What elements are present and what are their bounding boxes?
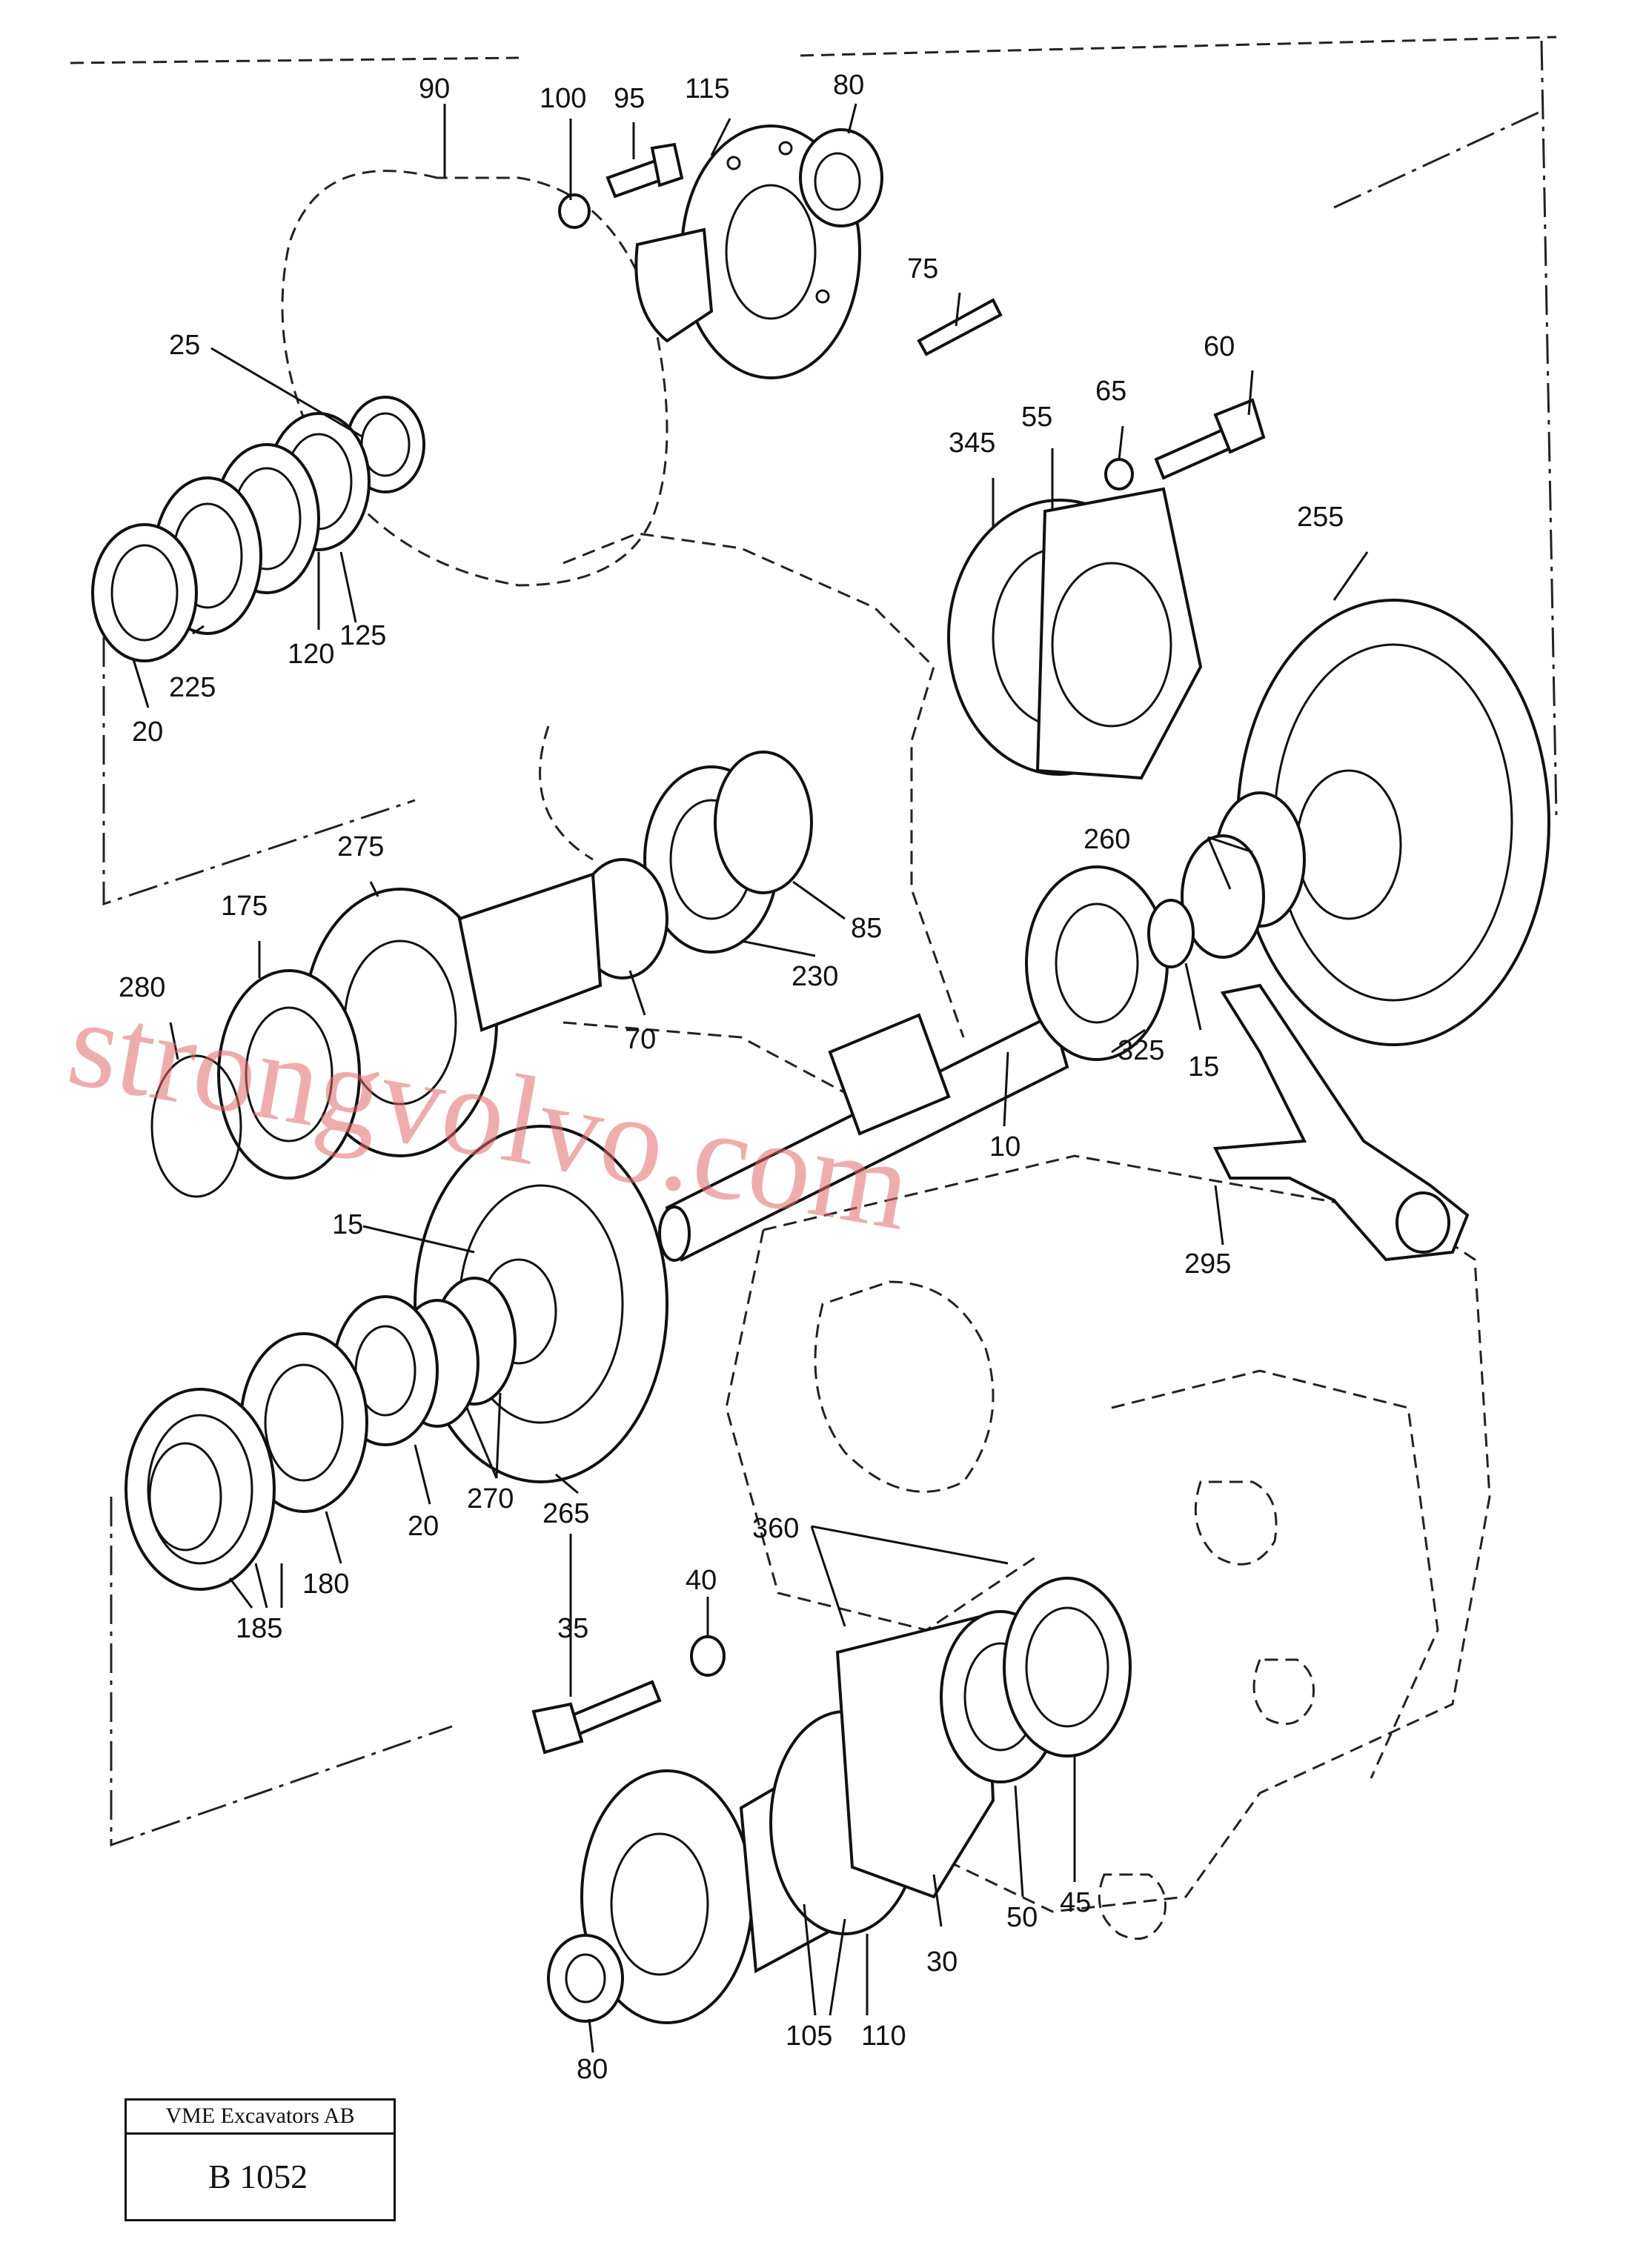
axis-line-bottom-left xyxy=(110,1497,453,1847)
bearing-175 xyxy=(217,969,361,1180)
label-70: 70 xyxy=(625,1024,656,1055)
drawing-code: B 1052 xyxy=(208,2158,308,2195)
label-180: 180 xyxy=(302,1569,349,1600)
cover-55 xyxy=(1035,487,1203,780)
label-50: 50 xyxy=(1006,1902,1038,1933)
label-15-left: 15 xyxy=(332,1209,363,1240)
label-280: 280 xyxy=(119,972,165,1003)
bolt-60 xyxy=(1154,398,1266,480)
label-55: 55 xyxy=(1021,402,1052,433)
label-65: 65 xyxy=(1095,376,1126,407)
label-45: 45 xyxy=(1060,1887,1091,1918)
washer-40 xyxy=(690,1635,726,1677)
leader-lines xyxy=(132,103,1369,2053)
label-35: 35 xyxy=(557,1613,588,1644)
stud-75 xyxy=(917,298,1003,356)
nut-80-bottom xyxy=(547,1934,624,2023)
label-110: 110 xyxy=(861,2021,906,2052)
label-120: 120 xyxy=(288,639,334,670)
shift-fork-295 xyxy=(1212,983,1470,1262)
gasket-45 xyxy=(1003,1577,1132,1757)
frame-top-line xyxy=(70,36,1557,64)
label-360: 360 xyxy=(752,1513,799,1544)
washer-65 xyxy=(1104,458,1134,490)
nut-80-top xyxy=(799,128,883,227)
label-255: 255 xyxy=(1297,502,1344,533)
seal-set-185 xyxy=(125,1388,276,1591)
label-80-bottom: 80 xyxy=(577,2054,608,2085)
sleeve-325 xyxy=(1025,865,1169,1061)
snap-ring-280 xyxy=(150,1054,242,1198)
label-85: 85 xyxy=(851,913,882,944)
label-265: 265 xyxy=(542,1498,589,1529)
label-115: 115 xyxy=(685,73,730,104)
label-80-top: 80 xyxy=(833,70,864,101)
label-270: 270 xyxy=(467,1483,514,1514)
label-225: 225 xyxy=(169,672,216,703)
label-325: 325 xyxy=(1118,1035,1164,1066)
company-name: VME Excavators AB xyxy=(127,2101,394,2135)
label-275: 275 xyxy=(337,831,384,862)
label-105: 105 xyxy=(786,2021,832,2052)
gearbox-housing-outline xyxy=(281,170,1491,1941)
part-labels: 90 100 95 115 80 75 60 65 55 345 25 255 … xyxy=(119,70,1344,2085)
label-90: 90 xyxy=(419,73,450,104)
label-185: 185 xyxy=(236,1613,282,1644)
washer-100 xyxy=(558,193,591,229)
frame-right-line xyxy=(1540,40,1558,816)
label-100: 100 xyxy=(540,83,586,114)
label-125: 125 xyxy=(339,620,386,651)
roller-bearing-260 xyxy=(1181,791,1306,959)
label-20-top: 20 xyxy=(132,716,163,748)
title-block: VME Excavators AB B 1052 xyxy=(125,2098,396,2221)
label-40: 40 xyxy=(686,1565,717,1596)
label-75: 75 xyxy=(907,253,938,285)
label-95: 95 xyxy=(614,83,645,114)
assembly-axis-line xyxy=(1333,110,1542,209)
ring-15-right xyxy=(1147,899,1195,968)
label-175: 175 xyxy=(221,891,268,922)
gear-255 xyxy=(1236,599,1550,1046)
label-20-bottom: 20 xyxy=(408,1511,439,1542)
label-15-right: 15 xyxy=(1188,1051,1219,1083)
main-shaft-10 xyxy=(658,1013,1069,1262)
label-10: 10 xyxy=(989,1131,1021,1163)
label-30: 30 xyxy=(926,1946,958,1978)
label-25: 25 xyxy=(169,330,200,361)
label-60: 60 xyxy=(1204,331,1235,362)
bolt-35 xyxy=(531,1680,662,1755)
label-345: 345 xyxy=(949,428,995,459)
label-230: 230 xyxy=(792,961,838,992)
label-295: 295 xyxy=(1184,1248,1231,1280)
shim-20-top xyxy=(91,523,198,662)
cup-85 xyxy=(714,751,813,894)
label-260: 260 xyxy=(1083,824,1130,855)
axis-line-top-left xyxy=(102,637,416,906)
bolt-95 xyxy=(605,142,684,199)
